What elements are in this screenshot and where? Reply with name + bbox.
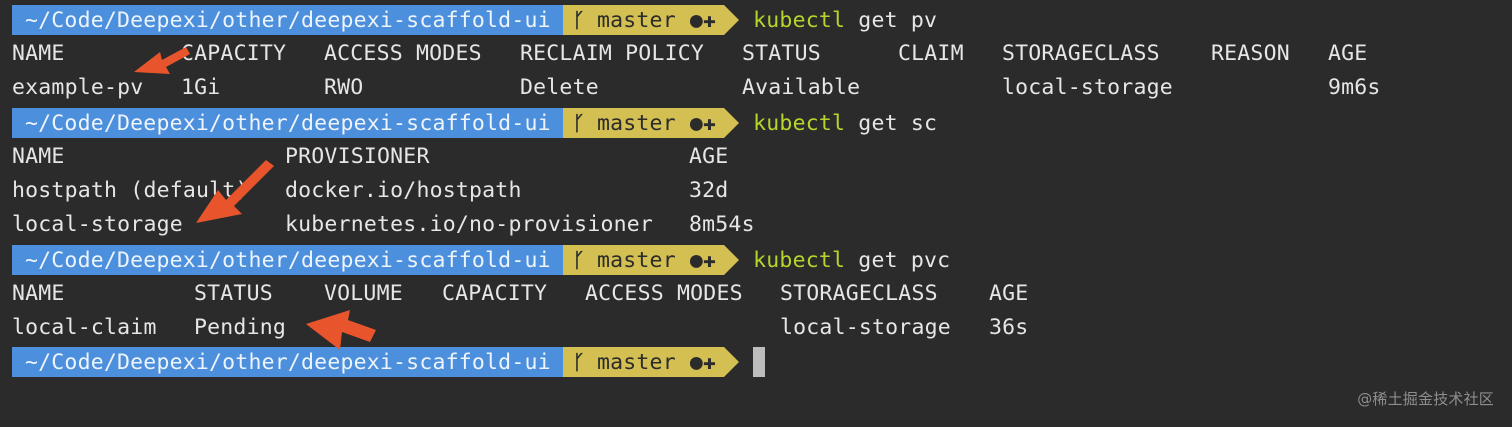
table-cell: Available xyxy=(742,75,861,100)
prompt-line: ~/Code/Deepexi/other/deepexi-scaffold-ui… xyxy=(12,245,950,275)
watermark-text: @稀土掘金技术社区 xyxy=(1357,390,1494,408)
column-header: VOLUME xyxy=(324,281,403,306)
prompt-git-segment: ᚴ master ●✚ xyxy=(562,245,725,275)
table-cell: hostpath (default) xyxy=(12,178,249,203)
command-text: kubectl get pv xyxy=(753,8,937,33)
git-branch-icon: ᚴ xyxy=(572,248,585,272)
table-row: hostpath (default) docker.io/hostpath 32… xyxy=(12,176,728,206)
prompt-branch: master xyxy=(596,247,676,273)
prompt-path: ~/Code/Deepexi/other/deepexi-scaffold-ui xyxy=(12,347,563,377)
column-header: NAME xyxy=(12,41,65,66)
prompt-line: ~/Code/Deepexi/other/deepexi-scaffold-ui… xyxy=(12,5,937,35)
git-branch-icon: ᚴ xyxy=(572,111,585,135)
table-cell: docker.io/hostpath xyxy=(285,178,522,203)
command-keyword: kubectl xyxy=(753,110,846,136)
table-cell: local-storage xyxy=(1002,75,1173,100)
column-header: NAME xyxy=(12,144,65,169)
table-cell: Delete xyxy=(520,75,599,100)
command-args: get pvc xyxy=(845,247,951,273)
prompt-git-segment: ᚴ master ●✚ xyxy=(562,5,725,35)
prompt-branch: master xyxy=(596,7,676,33)
table-cell: 32d xyxy=(689,178,729,203)
pvc-table-header: NAME STATUS VOLUME CAPACITY ACCESS MODES… xyxy=(12,279,1028,309)
prompt-git-status: ●✚ xyxy=(689,247,717,273)
git-branch-icon: ᚴ xyxy=(572,8,585,32)
table-cell: 8m54s xyxy=(689,212,755,237)
column-header: CAPACITY xyxy=(181,41,287,66)
table-cell: RWO xyxy=(324,75,364,100)
table-cell: Pending xyxy=(194,315,287,340)
column-header: CAPACITY xyxy=(442,281,548,306)
prompt-separator xyxy=(724,5,740,35)
column-header: STORAGECLASS xyxy=(780,281,938,306)
annotation-arrow-icon xyxy=(134,47,190,74)
prompt-separator xyxy=(724,347,740,377)
command-keyword: kubectl xyxy=(753,7,846,33)
prompt-branch: master xyxy=(596,110,676,136)
column-header: AGE xyxy=(1328,41,1368,66)
table-cell: kubernetes.io/no-provisioner xyxy=(285,212,654,237)
annotation-arrow-icon xyxy=(196,160,274,223)
column-header: AGE xyxy=(989,281,1029,306)
prompt-git-segment: ᚴ master ●✚ xyxy=(562,347,725,377)
column-header: RECLAIM POLICY xyxy=(520,41,705,66)
sc-table-header: NAME PROVISIONER AGE xyxy=(12,142,728,172)
column-header: ACCESS MODES xyxy=(585,281,743,306)
command-keyword: kubectl xyxy=(753,247,846,273)
column-header: STATUS xyxy=(742,41,821,66)
prompt-line-active: ~/Code/Deepexi/other/deepexi-scaffold-ui… xyxy=(12,347,766,377)
command-text: kubectl get pvc xyxy=(753,248,950,273)
column-header: REASON xyxy=(1211,41,1290,66)
column-header: STORAGECLASS xyxy=(1002,41,1160,66)
prompt-path: ~/Code/Deepexi/other/deepexi-scaffold-ui xyxy=(12,108,563,138)
prompt-separator xyxy=(724,245,740,275)
pv-table-header: NAME CAPACITY ACCESS MODES RECLAIM POLIC… xyxy=(12,39,1367,69)
text-cursor[interactable] xyxy=(753,347,766,377)
table-row: local-claim Pending local-storage 36s xyxy=(12,313,1028,343)
column-header: ACCESS MODES xyxy=(324,41,482,66)
column-header: CLAIM xyxy=(898,41,964,66)
table-cell: local-storage xyxy=(12,212,183,237)
table-cell: 1Gi xyxy=(181,75,221,100)
prompt-git-status: ●✚ xyxy=(689,110,717,136)
prompt-path: ~/Code/Deepexi/other/deepexi-scaffold-ui xyxy=(12,245,563,275)
prompt-git-status: ●✚ xyxy=(689,349,717,375)
command-text: kubectl get sc xyxy=(753,111,937,136)
annotation-arrow-icon xyxy=(306,310,376,350)
column-header: AGE xyxy=(689,144,729,169)
column-header: PROVISIONER xyxy=(285,144,430,169)
command-args: get pv xyxy=(845,7,938,33)
column-header: STATUS xyxy=(194,281,273,306)
table-cell: example-pv xyxy=(12,75,144,100)
table-cell: local-storage xyxy=(780,315,951,340)
table-cell: 36s xyxy=(989,315,1029,340)
prompt-git-segment: ᚴ master ●✚ xyxy=(562,108,725,138)
command-args: get sc xyxy=(845,110,938,136)
table-cell: 9m6s xyxy=(1328,75,1381,100)
table-cell: local-claim xyxy=(12,315,157,340)
prompt-path: ~/Code/Deepexi/other/deepexi-scaffold-ui xyxy=(12,5,563,35)
git-branch-icon: ᚴ xyxy=(572,350,585,374)
table-row: example-pv 1Gi RWO Delete Available loca… xyxy=(12,73,1380,103)
table-row: local-storage kubernetes.io/no-provision… xyxy=(12,210,755,240)
prompt-git-status: ●✚ xyxy=(689,7,717,33)
prompt-branch: master xyxy=(596,349,676,375)
prompt-line: ~/Code/Deepexi/other/deepexi-scaffold-ui… xyxy=(12,108,937,138)
column-header: NAME xyxy=(12,281,65,306)
prompt-separator xyxy=(724,108,740,138)
